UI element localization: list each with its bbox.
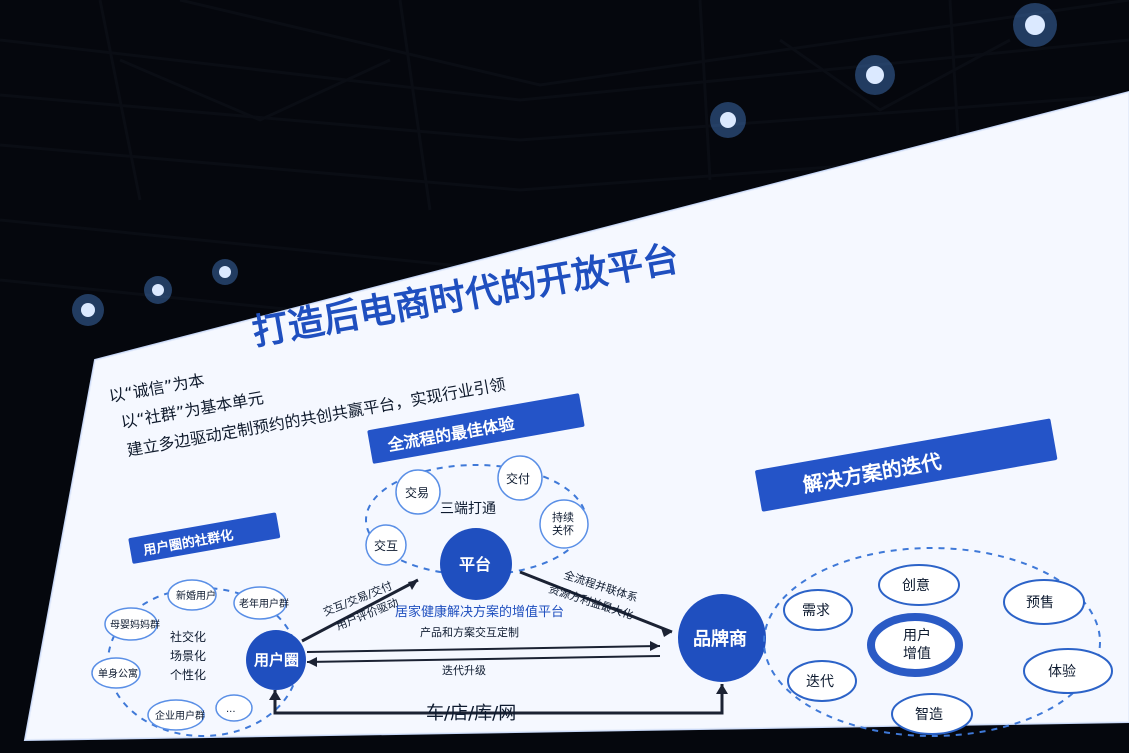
flow-center-label: 三端打通: [440, 500, 496, 517]
user-circle-label: 用户圈: [254, 651, 299, 669]
flow-node-deliver: 交付: [506, 471, 530, 486]
arrow-heads: [269, 580, 728, 700]
svg-text:母婴妈妈群: 母婴妈妈群: [110, 618, 160, 631]
stage-lights: [72, 3, 1057, 326]
community-item-5: 企业用户群: [147, 699, 205, 731]
value-platform-label: 居家健康解决方案的增值平台: [395, 604, 564, 620]
solution-node-need: 需求: [783, 589, 853, 631]
community-item-4: 单身公寓: [91, 657, 141, 689]
community-tag-1: 社交化: [170, 629, 206, 644]
flow-node-care: 持续 关怀: [552, 510, 578, 537]
solution-node-make: 智造: [891, 693, 973, 735]
flow-node-interact: 交互: [374, 538, 398, 553]
svg-text:新婚用户: 新婚用户: [176, 589, 216, 602]
mid-line-label-1: 产品和方案交互定制: [420, 625, 519, 639]
solution-center-line2: 增值: [903, 646, 931, 662]
bottom-path-label: 车/店/库/网: [426, 703, 516, 724]
svg-text:需求: 需求: [802, 603, 830, 619]
svg-text:迭代: 迭代: [806, 674, 834, 690]
flow-node-care-line2: 关怀: [552, 523, 574, 537]
solution-center-label: 用户 增值: [903, 627, 935, 662]
flow-node-trade: 交易: [405, 485, 429, 500]
community-tag-2: 场景化: [170, 649, 206, 663]
solution-node-experience: 体验: [1023, 648, 1113, 694]
community-item-6: ...: [215, 694, 253, 722]
brand-node-label: 品牌商: [693, 628, 747, 650]
solution-node-iterate: 迭代: [787, 660, 857, 702]
svg-text:单身公寓: 单身公寓: [98, 667, 138, 680]
svg-text:...: ...: [226, 704, 236, 715]
svg-text:创意: 创意: [902, 577, 930, 594]
community-tag-3: 个性化: [170, 668, 206, 682]
community-item-2: 老年用户群: [233, 586, 289, 620]
svg-text:企业用户群: 企业用户群: [155, 709, 205, 722]
solution-node-presale: 预售: [1003, 579, 1085, 625]
svg-text:体验: 体验: [1048, 664, 1076, 680]
platform-node-label: 平台: [459, 555, 491, 574]
community-cluster: 新婚用户 老年用户群 母婴妈妈群 单身公寓 企业用户群 ... 社交化 场景化 …: [91, 579, 306, 737]
experience-flow: 三端打通 交易 交付 持续 关怀 交互 平台: [365, 455, 589, 600]
community-item-3: 母婴妈妈群: [104, 607, 160, 641]
svg-text:智造: 智造: [915, 707, 943, 723]
mid-line-label-2: 迭代升级: [442, 664, 486, 677]
solution-node-idea: 创意: [878, 564, 960, 606]
svg-text:预售: 预售: [1026, 595, 1054, 611]
svg-text:老年用户群: 老年用户群: [239, 597, 289, 610]
community-item-1: 新婚用户: [167, 579, 217, 611]
solution-wheel: 用户 增值 需求 创意 预售 体验 智造 迭代: [763, 547, 1113, 737]
flow-node-care-line1: 持续: [552, 510, 574, 524]
solution-center-line1: 用户: [903, 627, 931, 644]
